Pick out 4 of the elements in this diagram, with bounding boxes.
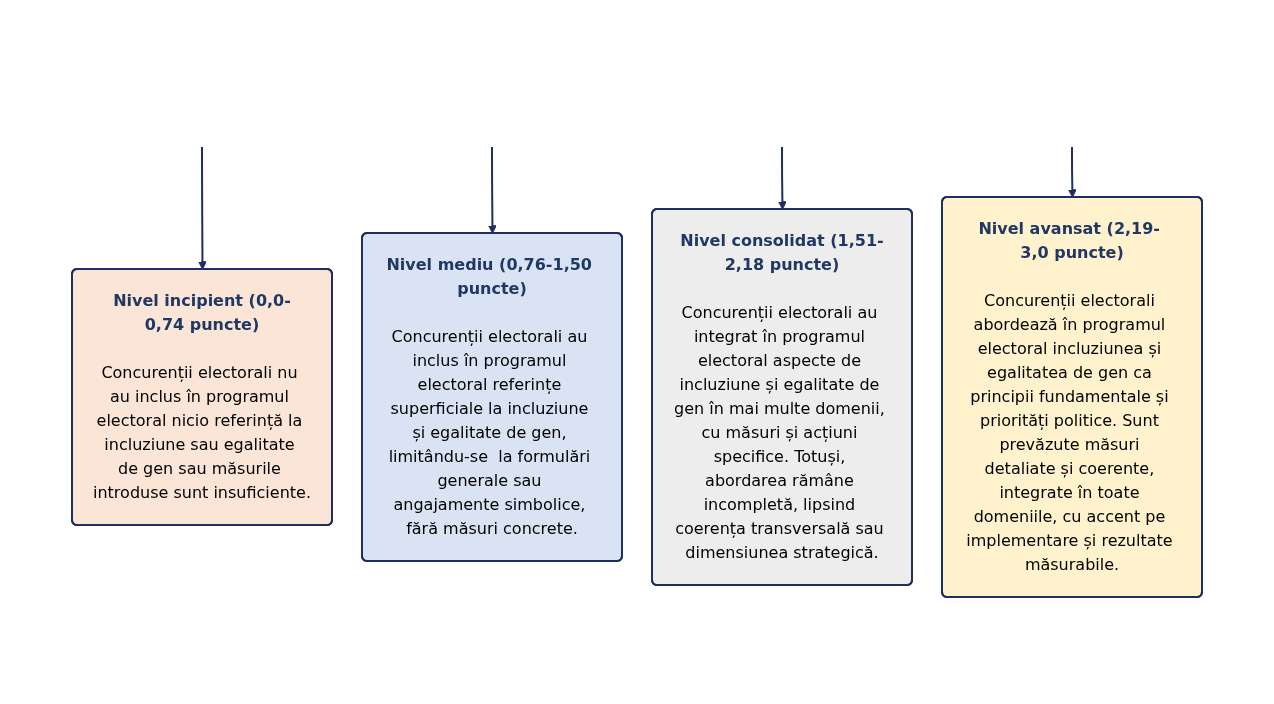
arrow (488, 146, 497, 234)
arrow (198, 146, 207, 270)
arrow (778, 146, 787, 210)
arrow (1067, 146, 1077, 198)
